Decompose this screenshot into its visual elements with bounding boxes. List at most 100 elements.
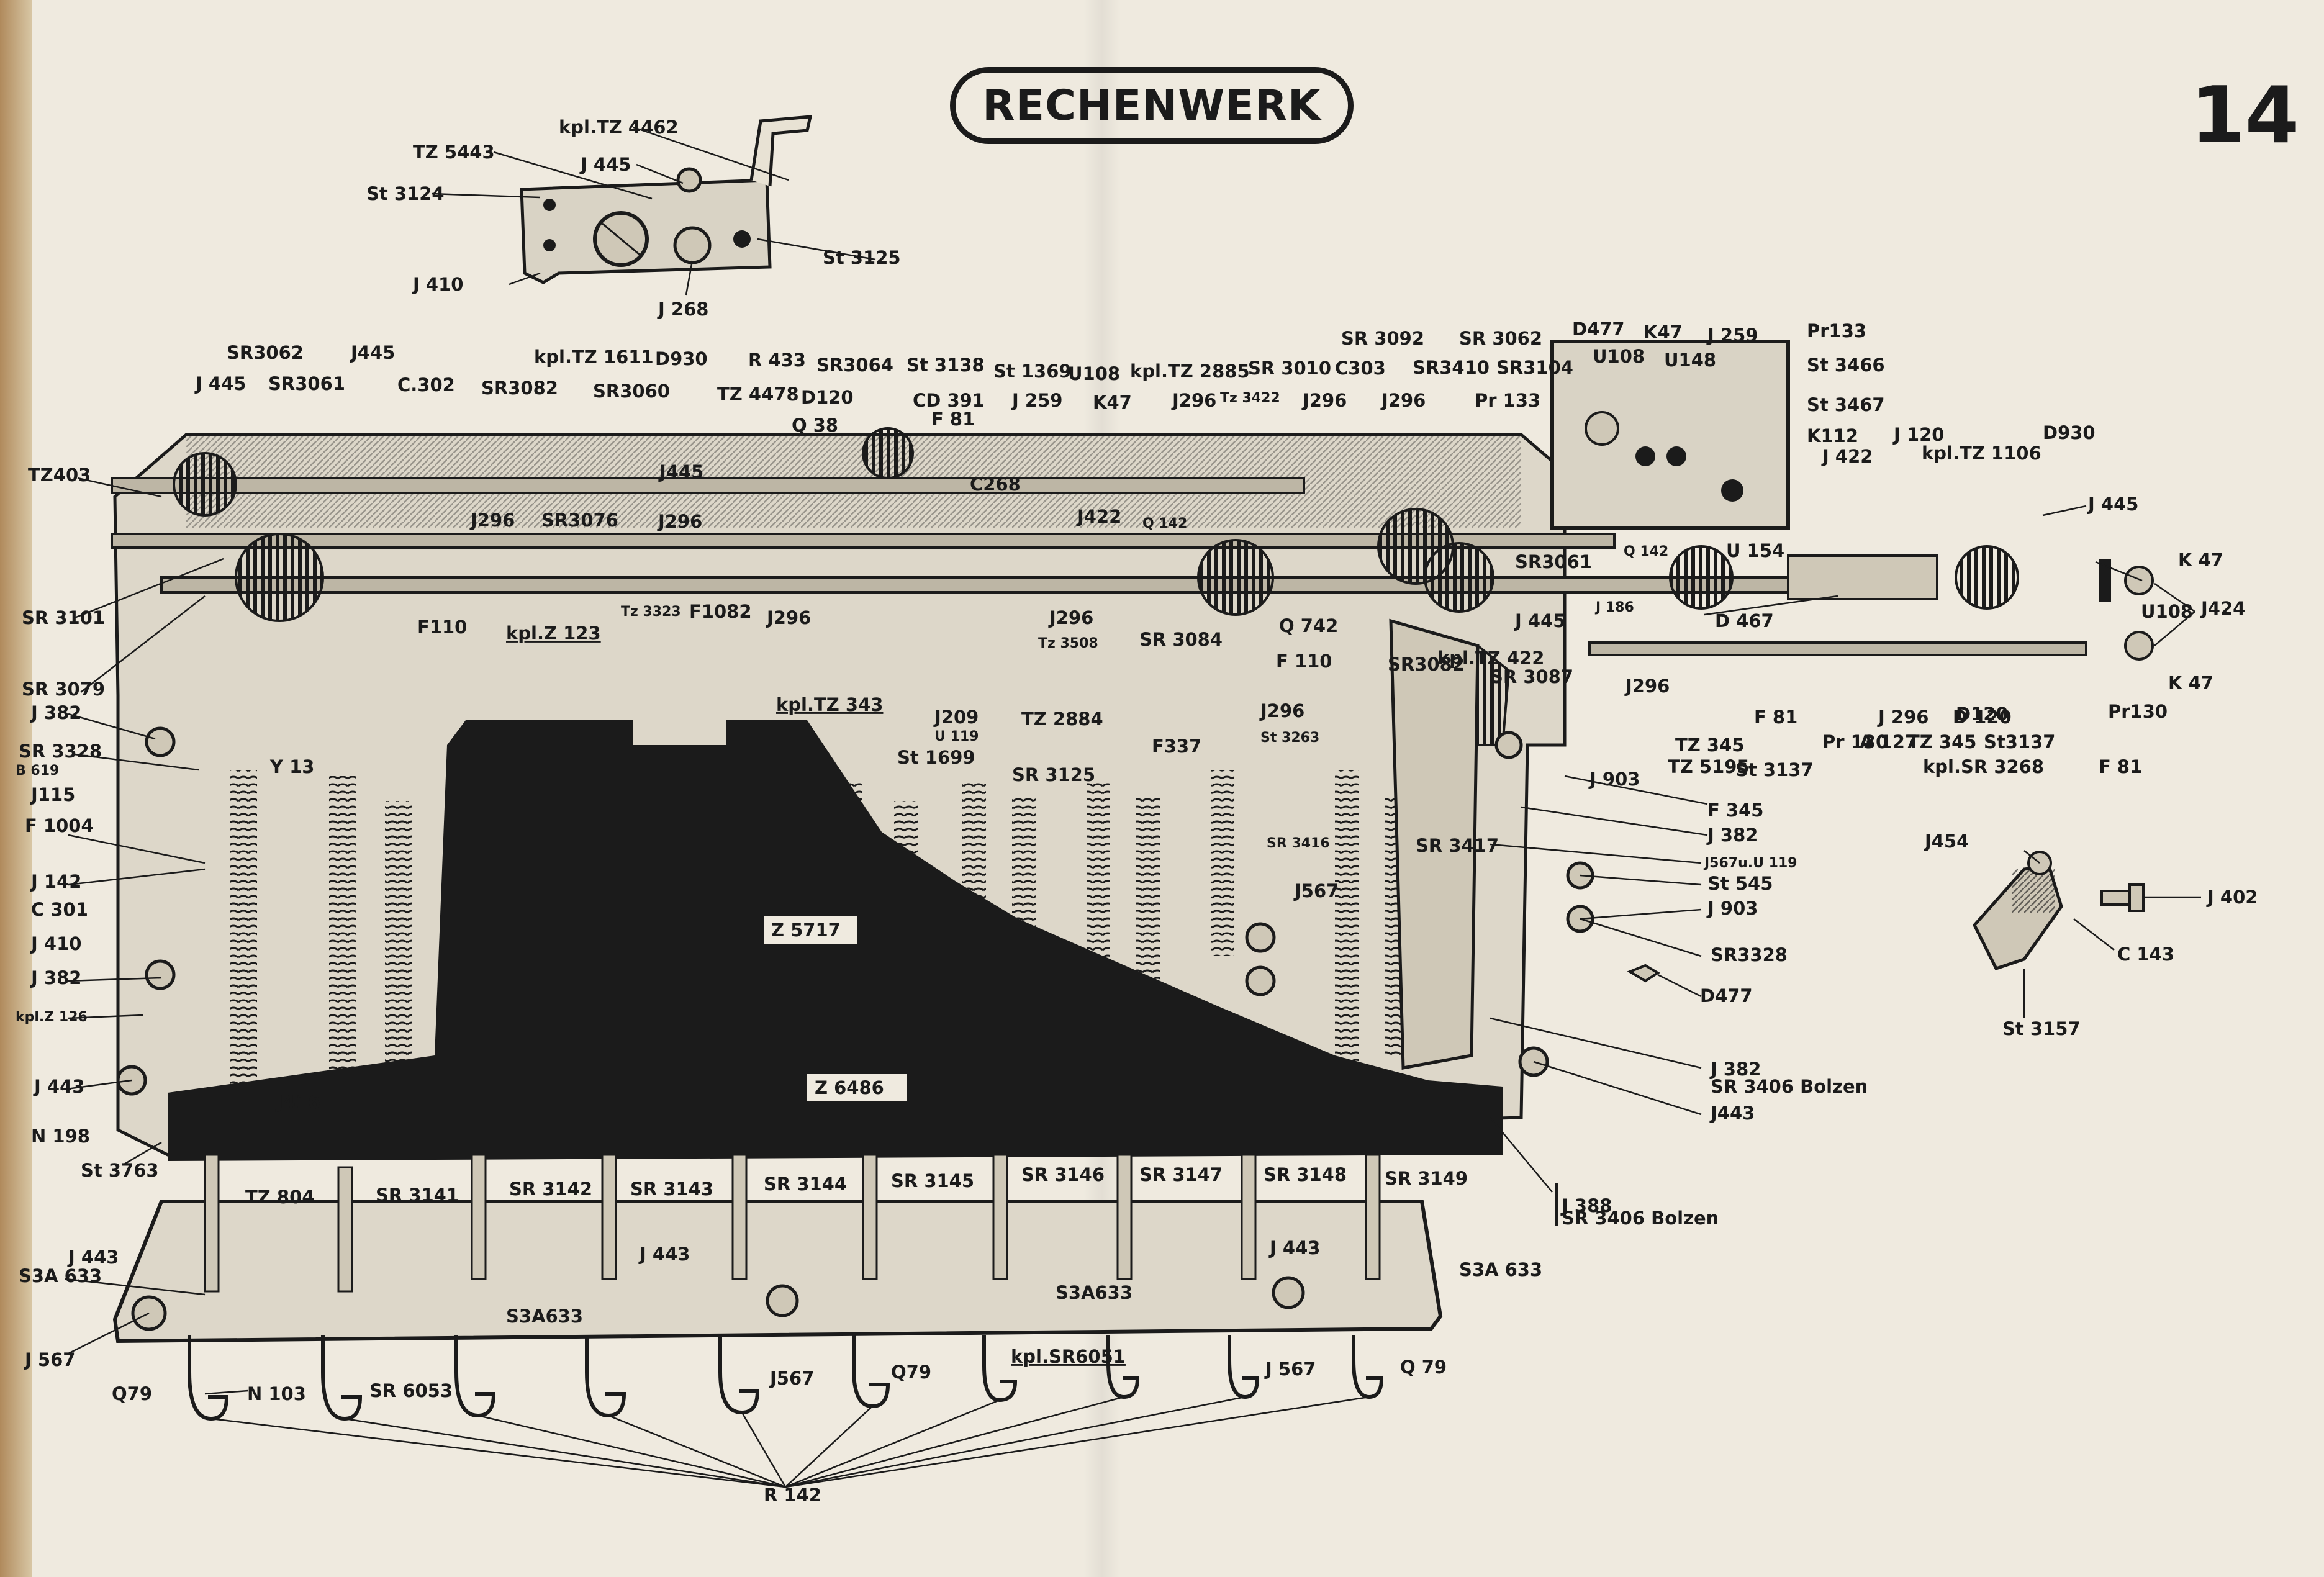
callout-top-row: CD 391 — [913, 390, 985, 411]
callout-top-row: K47 — [1093, 392, 1132, 413]
callout-right-shaft: J 120 — [1892, 424, 1944, 445]
callout-panel: Z 6486 — [815, 1077, 884, 1098]
callout-inset-top: St 3124 — [366, 183, 445, 204]
callout-middle: J416 — [275, 1091, 320, 1113]
callout-middle: SR 3417 — [1416, 835, 1499, 856]
callout-right-shaft: J 296 — [1877, 707, 1928, 728]
callout-right-shaft: K 47 — [2168, 672, 2213, 694]
callout-middle: St 3263 — [1260, 730, 1319, 746]
callout-right-shaft: F 81 — [1754, 707, 1797, 728]
callout-left-edge: J115 — [30, 784, 75, 805]
callout-middle: J 186 — [1594, 600, 1634, 615]
callout-right-column: SR 3406 Bolzen — [1711, 1076, 1868, 1097]
callout-top-row: SR3061 — [268, 373, 345, 394]
callout-left-edge: N 198 — [31, 1126, 90, 1147]
callout-middle: kpl.TZ 422 — [1437, 648, 1544, 669]
callout-left-edge: SR 3079 — [22, 679, 105, 700]
callout-right-column: SR3328 — [1711, 944, 1788, 965]
callout-top-row: J296 — [1380, 390, 1426, 411]
callout-middle: SR3061 — [1515, 551, 1592, 572]
callout-inset-right: St 3466 — [1807, 355, 1885, 376]
callout-right-shaft: D120 — [1956, 703, 2009, 725]
callout-small-inset: St 3157 — [2002, 1018, 2081, 1039]
callout-top-row: J 445 — [194, 373, 246, 394]
callout-inset-top: J 410 — [412, 274, 463, 295]
callout-middle: J 445 — [1514, 610, 1565, 631]
callout-right-shaft: J 903 — [1588, 769, 1640, 790]
callout-panel: Z 5717 — [771, 920, 841, 941]
callout-left-edge: TZ403 — [28, 464, 91, 486]
callout-middle: J296 — [1259, 700, 1304, 721]
callout-left-edge: J 410 — [30, 933, 81, 954]
callout-right-column: J 382 — [1709, 1059, 1761, 1080]
callout-left-edge: J 443 — [33, 1076, 84, 1097]
callout-top-row: SR3064 — [816, 355, 893, 376]
callout-middle: St 1699 — [897, 747, 975, 768]
callout-middle: J296 — [766, 607, 811, 628]
callout-left-edge: SR 3328 — [19, 741, 102, 762]
callout-left-edge: J 142 — [30, 871, 81, 892]
callout-bottom-row: SR 3146 — [1021, 1164, 1105, 1185]
callout-small-inset: C 143 — [2117, 944, 2174, 965]
binding-edge — [0, 0, 32, 1577]
callout-inset-right: Pr133 — [1807, 320, 1866, 341]
callout-middle: SR 3087 — [1490, 666, 1573, 687]
callout-top-row: St 1369 — [993, 361, 1072, 382]
callout-inset-right: D477 — [1572, 319, 1625, 340]
callout-right-shaft: kpl.TZ 1106 — [1922, 443, 2041, 464]
callout-top-row: Pr 133 — [1475, 390, 1540, 411]
callout-top-row: D120 — [801, 387, 854, 408]
callout-middle: J422 — [1076, 506, 1121, 527]
callout-middle: F337 — [1152, 736, 1201, 757]
callout-left-edge: C 301 — [31, 899, 88, 920]
callout-inset-right: K47 — [1644, 322, 1683, 343]
page-title: RECHENWERK — [982, 81, 1321, 130]
callout-right-column: F 345 — [1707, 800, 1763, 821]
callout-inset-right: St 3467 — [1807, 394, 1885, 415]
callout-top-row: F 81 — [931, 409, 975, 430]
callout-left-edge: J 567 — [24, 1349, 75, 1370]
callout-top-row: St 3138 — [907, 355, 985, 376]
callout-right-shaft: TZ 345 — [1675, 734, 1744, 756]
callout-middle: Y 13 — [269, 756, 314, 777]
callout-right-column: D477 — [1700, 985, 1753, 1006]
callout-bottom-row: SR 3149 — [1385, 1168, 1468, 1189]
callout-top-row: R 433 — [748, 350, 806, 371]
callout-right-column: J 382 — [1706, 825, 1758, 846]
callout-underlined: kpl.TZ 343 — [776, 694, 883, 715]
callout-right-shaft: kpl.SR 3268 — [1923, 756, 2044, 777]
callout-bottom-row: S3A 633 — [1459, 1259, 1542, 1280]
callout-middle: Tz 3508 — [1038, 636, 1098, 651]
callout-top-row: SR 3092 — [1341, 328, 1424, 349]
callout-middle: Q 142 — [1142, 516, 1187, 531]
callout-right-column: J567u.U 119 — [1703, 856, 1797, 871]
callout-inset-top: J 445 — [579, 154, 631, 175]
callout-feet: J567 — [769, 1368, 814, 1389]
callout-top-row: D930 — [655, 348, 708, 369]
bracket-inset — [520, 115, 813, 284]
callout-left-edge: St 3763 — [81, 1160, 159, 1181]
callout-right-shaft: F 81 — [2099, 756, 2142, 777]
callout-left-edge: F 1004 — [25, 815, 94, 836]
callout-bottom-row: J 443 — [638, 1244, 690, 1265]
callout-top-row: SR 3062 — [1459, 328, 1542, 349]
callout-top-row: J296 — [1301, 390, 1347, 411]
callout-top-row: J445 — [350, 342, 395, 363]
callout-bottom-row: S3A633 — [506, 1306, 583, 1327]
callout-middle: SR 3084 — [1139, 629, 1223, 650]
callout-middle: J209 — [933, 707, 979, 728]
callout-feet: J 567 — [1264, 1358, 1316, 1380]
callout-bottom-row: SR 3147 — [1139, 1164, 1223, 1185]
callout-top-row: SR3410 — [1413, 357, 1490, 378]
callout-left-edge: J 382 — [30, 702, 81, 723]
callout-middle: TZ 2884 — [1021, 708, 1103, 730]
callout-right-shaft: J424 — [2200, 598, 2245, 619]
callout-left-edge: J 443 — [67, 1247, 119, 1268]
callout-top-row: kpl.TZ 2885 — [1130, 361, 1250, 382]
callout-bottom-row: SR 3142 — [509, 1178, 592, 1200]
callout-right-shaft: D 120 — [1953, 707, 2012, 728]
callout-left-edge: SR 3101 — [22, 607, 105, 628]
page-number: 14 — [2191, 70, 2300, 161]
callout-left-edge: S3A 633 — [19, 1265, 102, 1286]
callout-middle: J567 — [1293, 880, 1339, 901]
